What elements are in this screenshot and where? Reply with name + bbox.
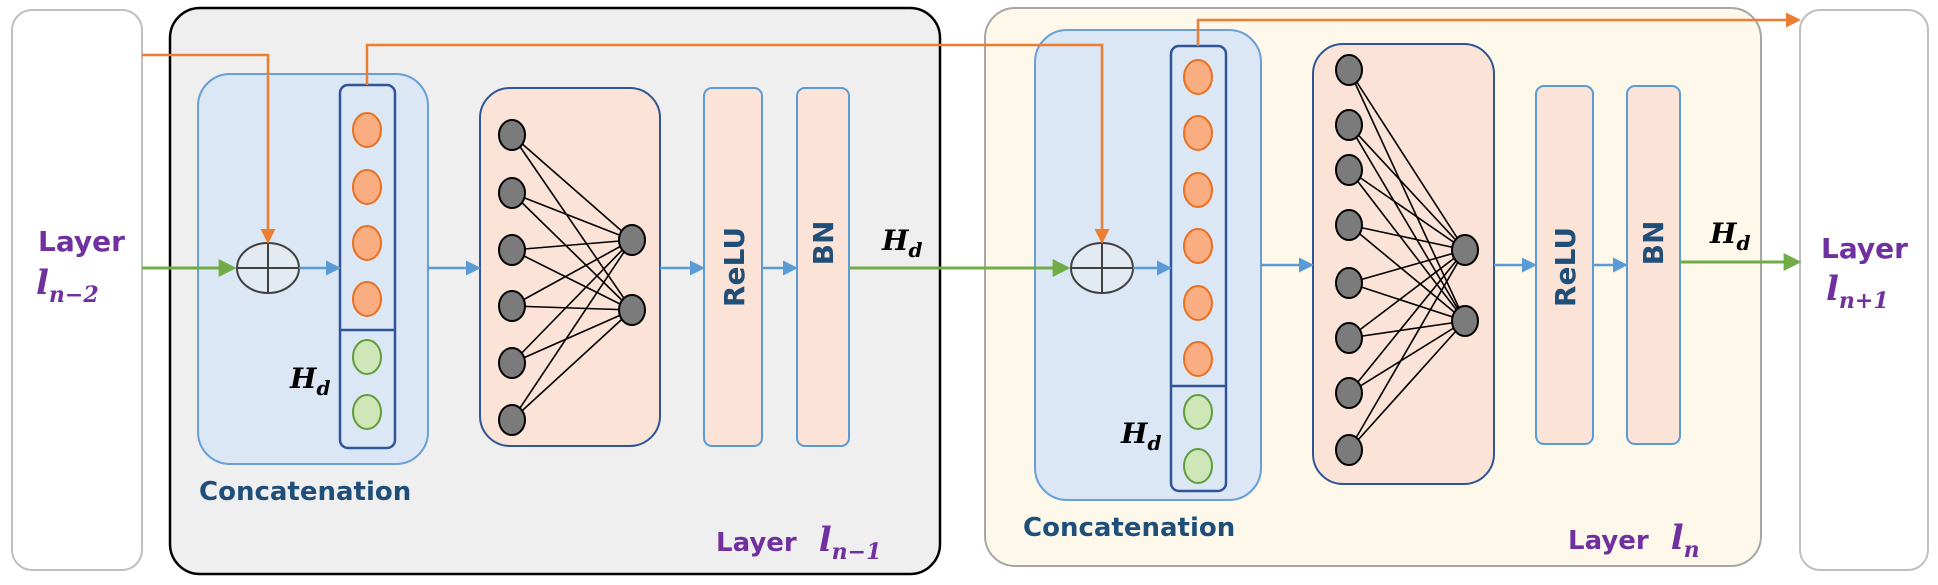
orange-node — [352, 169, 382, 205]
right-layer-word: Layer — [1821, 232, 1908, 265]
orange-node — [1183, 172, 1213, 208]
input-neuron — [498, 404, 526, 436]
concatenation-label-1: Concatenation — [199, 477, 411, 507]
green-nodes-2 — [1183, 394, 1213, 484]
left-layer-word: Layer — [38, 225, 125, 258]
input-neuron — [1335, 267, 1363, 299]
green-node — [1183, 394, 1213, 430]
input-neuron — [498, 177, 526, 209]
skip-connection-1 — [142, 53, 276, 244]
orange-node — [1183, 59, 1213, 95]
input-neuron — [498, 290, 526, 322]
concat-operator-1 — [236, 242, 300, 294]
orange-nodes-1 — [352, 112, 382, 317]
orange-nodes-2 — [1183, 59, 1213, 377]
hd-label-2: Hd — [1120, 417, 1161, 455]
output-neuron — [1451, 234, 1479, 266]
input-neuron — [498, 347, 526, 379]
input-neuron — [1335, 322, 1363, 354]
network-connections-2 — [1348, 69, 1466, 451]
bn-box-1 — [796, 87, 850, 447]
hd-output-label-2: Hd — [1709, 217, 1750, 255]
right-layer-box — [1799, 9, 1929, 571]
relu-label-1: ReLU — [718, 227, 751, 307]
green-nodes-1 — [352, 339, 382, 430]
green-node — [1183, 448, 1213, 484]
green-node — [352, 394, 382, 430]
hd-label-1: Hd — [289, 362, 330, 400]
orange-node — [1183, 285, 1213, 321]
input-neuron — [1335, 434, 1363, 466]
right-layer-symbol: ln+1 — [1826, 269, 1889, 314]
input-neuron — [1335, 154, 1363, 186]
relu-label-2: ReLU — [1549, 227, 1582, 307]
input-neuron — [498, 119, 526, 151]
concat-operator-2 — [1070, 242, 1134, 294]
output-neuron — [618, 224, 646, 256]
input-neuron — [498, 234, 526, 266]
left-layer-box — [11, 9, 143, 571]
network-nodes-2 — [1335, 54, 1479, 466]
network-nodes-1 — [498, 119, 646, 436]
bn-label-2: BN — [1637, 221, 1670, 266]
output-neuron — [1451, 305, 1479, 337]
bn-label-1: BN — [807, 221, 840, 266]
orange-node — [352, 112, 382, 148]
input-neuron — [1335, 377, 1363, 409]
orange-node — [352, 281, 382, 317]
orange-node — [352, 225, 382, 261]
green-node — [352, 339, 382, 375]
skip-connection-2 — [365, 43, 1110, 244]
left-layer-symbol: ln−2 — [36, 263, 99, 308]
concatenation-label-2: Concatenation — [1023, 513, 1235, 543]
orange-node — [1183, 115, 1213, 151]
input-neuron — [1335, 54, 1363, 86]
skip-connection-3 — [1196, 12, 1801, 46]
output-neuron — [618, 294, 646, 326]
network-connections-1 — [511, 134, 633, 421]
input-neuron — [1335, 109, 1363, 141]
hd-output-label-1: Hd — [881, 224, 922, 262]
orange-node — [1183, 228, 1213, 264]
input-neuron — [1335, 209, 1363, 241]
orange-node — [1183, 341, 1213, 377]
